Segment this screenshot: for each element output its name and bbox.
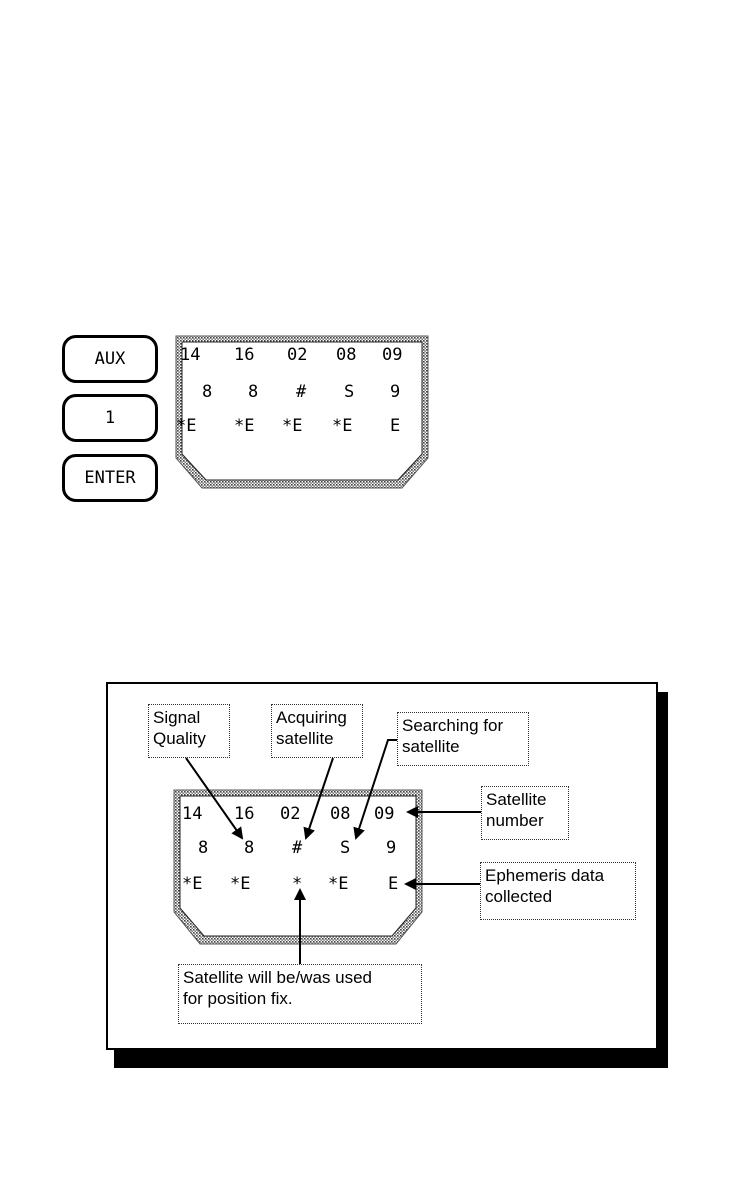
signal-quality-arrow — [186, 758, 242, 838]
acquiring-arrow — [306, 758, 333, 838]
searching-arrow — [356, 740, 397, 838]
